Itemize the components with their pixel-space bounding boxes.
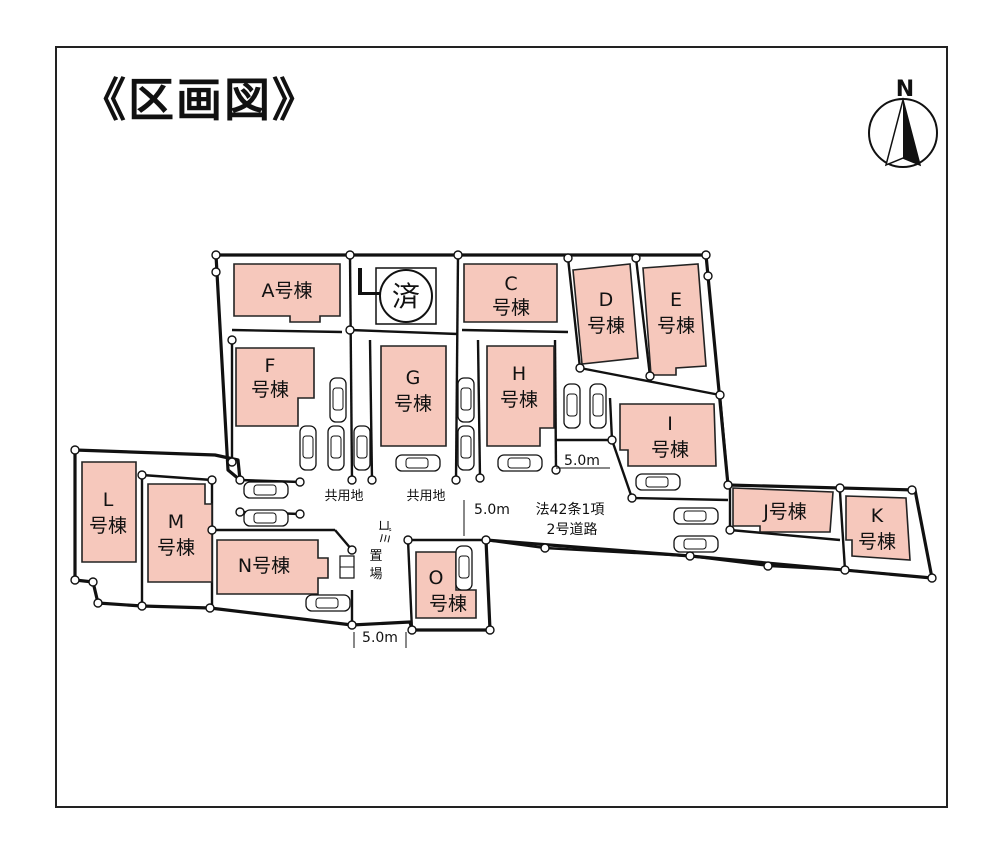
building-h	[486, 345, 555, 447]
car-icon	[243, 509, 289, 527]
road-type-label-1: 法42条1項	[536, 501, 605, 518]
lot-label-f: F	[265, 355, 276, 377]
car-icon	[327, 425, 345, 471]
lot-labels: A号棟 C 号棟 D 号棟 E 号棟 F 号棟 G 号棟 H 号棟 I 号棟 J…	[89, 273, 896, 615]
lot-label-k-sub: 号棟	[858, 531, 896, 553]
building-g	[380, 345, 447, 447]
building-d	[572, 263, 639, 365]
sold-mark: 済	[392, 280, 420, 313]
lot-label-d-sub: 号棟	[587, 315, 625, 337]
building-m	[147, 483, 213, 583]
garbage-label-1: ゴミ	[376, 519, 392, 545]
road-width-label-2: 5.0m	[564, 453, 600, 469]
lot-label-k: K	[871, 505, 884, 527]
car-icon	[243, 481, 289, 499]
lot-label-o-sub: 号棟	[429, 593, 467, 615]
common-land-label-1: 共用地	[324, 489, 363, 504]
lot-label-a: A号棟	[262, 280, 313, 302]
car-icon	[673, 507, 719, 525]
car-icon	[455, 545, 473, 591]
car-icon	[457, 425, 475, 471]
lot-label-i: I	[667, 413, 673, 435]
page-title: 《区画図》	[80, 73, 320, 127]
sold-lot-b: 済	[358, 267, 437, 325]
lot-label-e-sub: 号棟	[657, 315, 695, 337]
lot-label-f-sub: 号棟	[251, 379, 289, 401]
car-icon	[457, 377, 475, 423]
car-icon	[497, 454, 543, 472]
car-icon	[353, 425, 371, 471]
site-boundary	[73, 253, 934, 632]
building-f	[235, 347, 315, 427]
common-land-label-2: 共用地	[406, 489, 445, 504]
compass-north-label: N	[896, 77, 914, 102]
car-icon	[395, 454, 441, 472]
lot-label-l: L	[103, 489, 114, 511]
building-j	[732, 487, 834, 533]
lot-label-i-sub: 号棟	[651, 439, 689, 461]
garbage-label-3: 場	[369, 567, 382, 582]
lot-label-e: E	[670, 289, 682, 311]
building-a	[233, 263, 341, 323]
car-icon	[673, 535, 719, 553]
lot-label-m-sub: 号棟	[157, 537, 195, 559]
road-type-label-2: 2号道路	[547, 522, 598, 538]
building-i	[619, 403, 717, 467]
lot-label-c-sub: 号棟	[492, 297, 530, 319]
building-k	[845, 495, 911, 561]
lot-label-c: C	[504, 273, 517, 295]
lot-label-d: D	[599, 289, 614, 311]
garbage-label-2: 置	[369, 549, 382, 564]
car-icon	[563, 383, 581, 429]
building-l	[81, 461, 137, 563]
lot-label-m: M	[168, 511, 184, 533]
car-icon	[299, 425, 317, 471]
lot-label-j: J号棟	[762, 501, 807, 523]
lot-label-g: G	[406, 367, 421, 389]
buildings	[81, 263, 911, 619]
lot-label-l-sub: 号棟	[89, 515, 127, 537]
lot-label-h-sub: 号棟	[500, 389, 538, 411]
north-compass-icon: N	[868, 77, 938, 168]
car-icon	[589, 383, 607, 429]
car-icon	[329, 377, 347, 423]
boundary-points	[70, 250, 937, 635]
parking-cars	[243, 377, 719, 612]
lot-label-o: O	[429, 567, 444, 589]
road-width-label-1: 5.0m	[474, 502, 510, 518]
car-icon	[635, 473, 681, 491]
car-icon	[305, 594, 351, 612]
road-width-label-3: 5.0m	[362, 630, 398, 646]
building-c	[463, 263, 558, 323]
lot-label-h: H	[512, 363, 526, 385]
building-n	[216, 539, 329, 595]
lot-label-n: N号棟	[238, 555, 290, 577]
lot-label-g-sub: 号棟	[394, 393, 432, 415]
road-annotations: 共用地 共用地 5.0m 5.0m 5.0m 法42条1項 2号道路 ゴミ 置 …	[324, 453, 610, 648]
